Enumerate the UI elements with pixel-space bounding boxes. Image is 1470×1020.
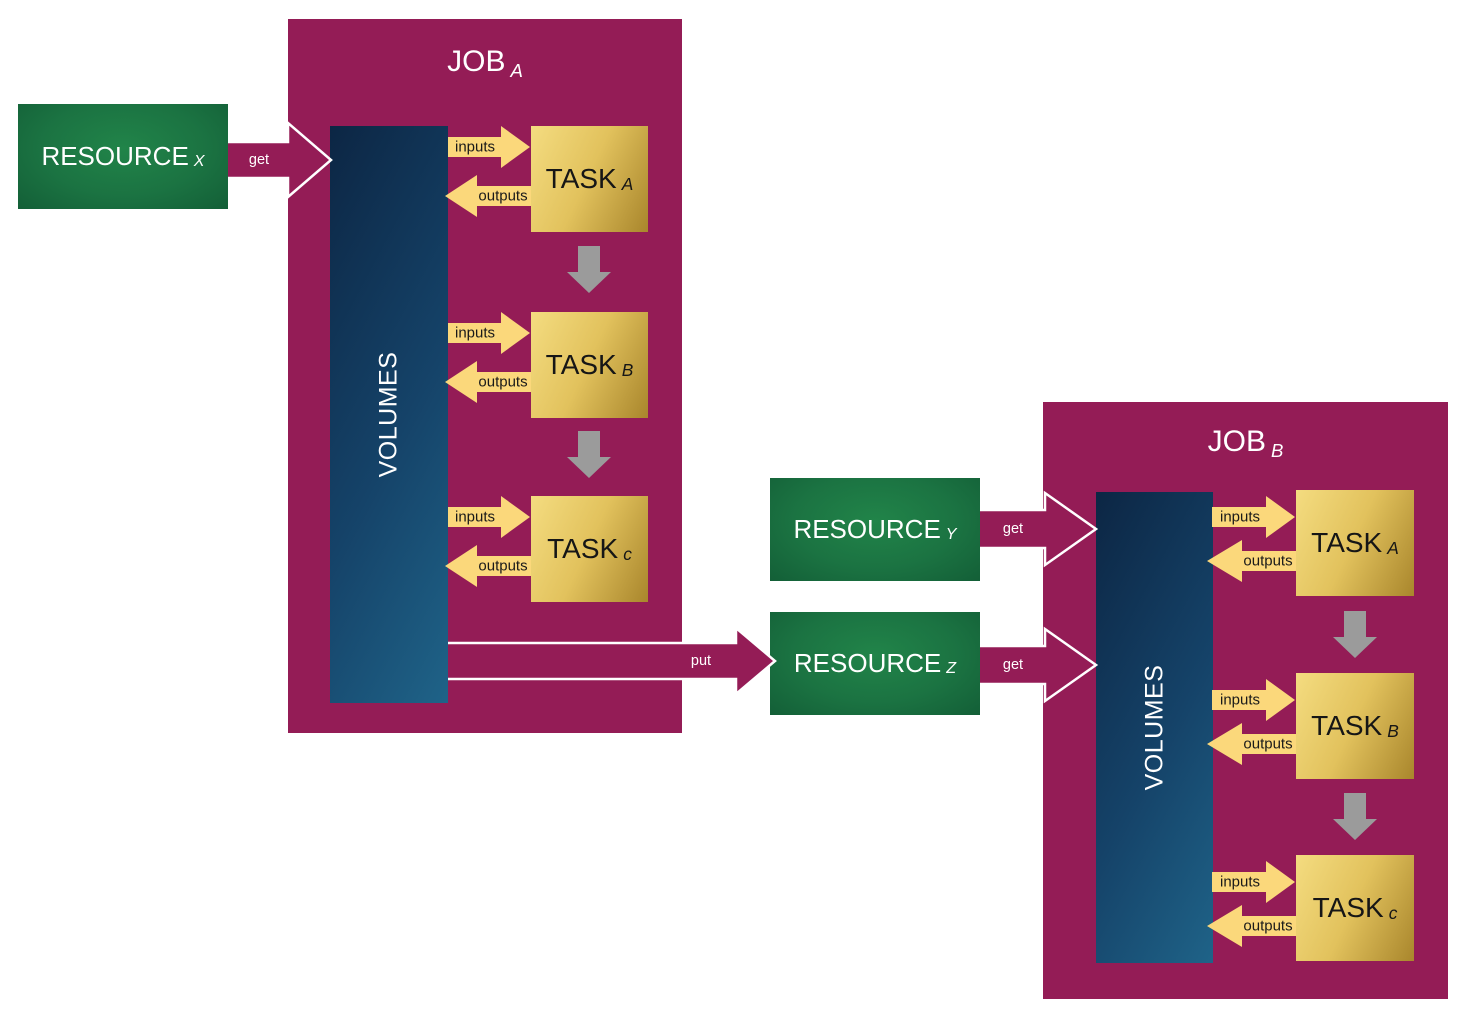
job-b-volumes-bar: VOLUMES — [1096, 492, 1213, 963]
inputs-label-job-b-task-c: inputs — [1219, 873, 1261, 891]
job-a-task-a-label: TASK — [545, 163, 617, 194]
get-label-resource-x: get — [248, 152, 270, 168]
outputs-label-job-a-task-c: outputs — [478, 557, 528, 575]
job-a-task-c-label: TASK — [547, 533, 619, 564]
inputs-arrow-job-a-task-b — [448, 312, 530, 354]
job-a-task-a-subscript: A — [621, 174, 634, 195]
job-b-title-text: JOB — [1207, 425, 1266, 458]
put-label: put — [690, 653, 712, 669]
inputs-label-job-b-task-a: inputs — [1219, 508, 1261, 526]
job-b-task-a-label: TASK — [1311, 527, 1383, 558]
job-b-task-c-label: TASK — [1312, 892, 1384, 923]
outputs-label-job-b-task-c: outputs — [1243, 917, 1293, 935]
job-b-title-subscript: B — [1270, 440, 1284, 462]
outputs-arrow-job-a-task-b — [445, 361, 531, 403]
outputs-label-job-a-task-b: outputs — [478, 373, 528, 391]
put-arrow-job-a-to-resource-z — [448, 625, 777, 697]
task-flow-arrow-job-b-1 — [1333, 611, 1377, 658]
get-label-resource-z: get — [1002, 657, 1024, 673]
job-a-task-b-label: TASK — [545, 349, 617, 380]
get-label-resource-y: get — [1002, 521, 1024, 537]
job-a-volumes-bar: VOLUMES — [330, 126, 448, 703]
inputs-arrow-job-a-task-a — [448, 126, 530, 168]
outputs-label-job-a-task-a: outputs — [478, 187, 528, 205]
resource-z-label: RESOURCE — [793, 648, 942, 678]
job-a-title-subscript: A — [510, 60, 523, 82]
inputs-arrow-job-b-task-b — [1212, 679, 1295, 721]
job-a-task-c-subscript: c — [623, 544, 632, 565]
inputs-label-job-a-task-c: inputs — [454, 508, 496, 526]
inputs-label-job-b-task-b: inputs — [1219, 691, 1261, 709]
get-arrow-resource-x-to-job-a — [228, 120, 333, 200]
job-b-task-b-subscript: B — [1387, 721, 1399, 742]
job-a-task-b-subscript: B — [621, 360, 634, 381]
job-b-task-b-label: TASK — [1311, 710, 1383, 741]
job-b-task-c-subscript: c — [1388, 903, 1398, 924]
task-flow-arrow-job-b-2 — [1333, 793, 1377, 840]
resource-z-subscript: Z — [946, 659, 957, 678]
get-arrow-resource-z-to-job-b — [980, 626, 1099, 704]
resource-y-label: RESOURCE — [793, 514, 941, 544]
task-flow-arrow-job-a-1 — [567, 246, 611, 293]
inputs-label-job-a-task-b: inputs — [454, 324, 496, 342]
resource-y-subscript: Y — [945, 525, 957, 544]
resource-x-subscript: X — [193, 152, 205, 171]
inputs-arrow-job-b-task-a — [1212, 496, 1295, 538]
task-flow-arrow-job-a-2 — [567, 431, 611, 478]
get-arrow-resource-y-to-job-b — [980, 490, 1099, 568]
inputs-arrow-job-b-task-c — [1212, 861, 1295, 903]
outputs-arrow-job-b-task-b — [1207, 723, 1296, 765]
outputs-arrow-job-b-task-c — [1207, 905, 1296, 947]
outputs-arrow-job-b-task-a — [1207, 540, 1296, 582]
job-b-task-a-subscript: A — [1387, 538, 1399, 559]
job-a-title-text: JOB — [447, 45, 506, 78]
outputs-label-job-b-task-a: outputs — [1243, 552, 1293, 570]
outputs-label-job-b-task-b: outputs — [1243, 735, 1293, 753]
outputs-arrow-job-a-task-c — [445, 545, 531, 587]
resource-x-label: RESOURCE — [41, 141, 189, 171]
inputs-arrow-job-a-task-c — [448, 496, 530, 538]
outputs-arrow-job-a-task-a — [445, 175, 531, 217]
inputs-label-job-a-task-a: inputs — [454, 138, 496, 156]
